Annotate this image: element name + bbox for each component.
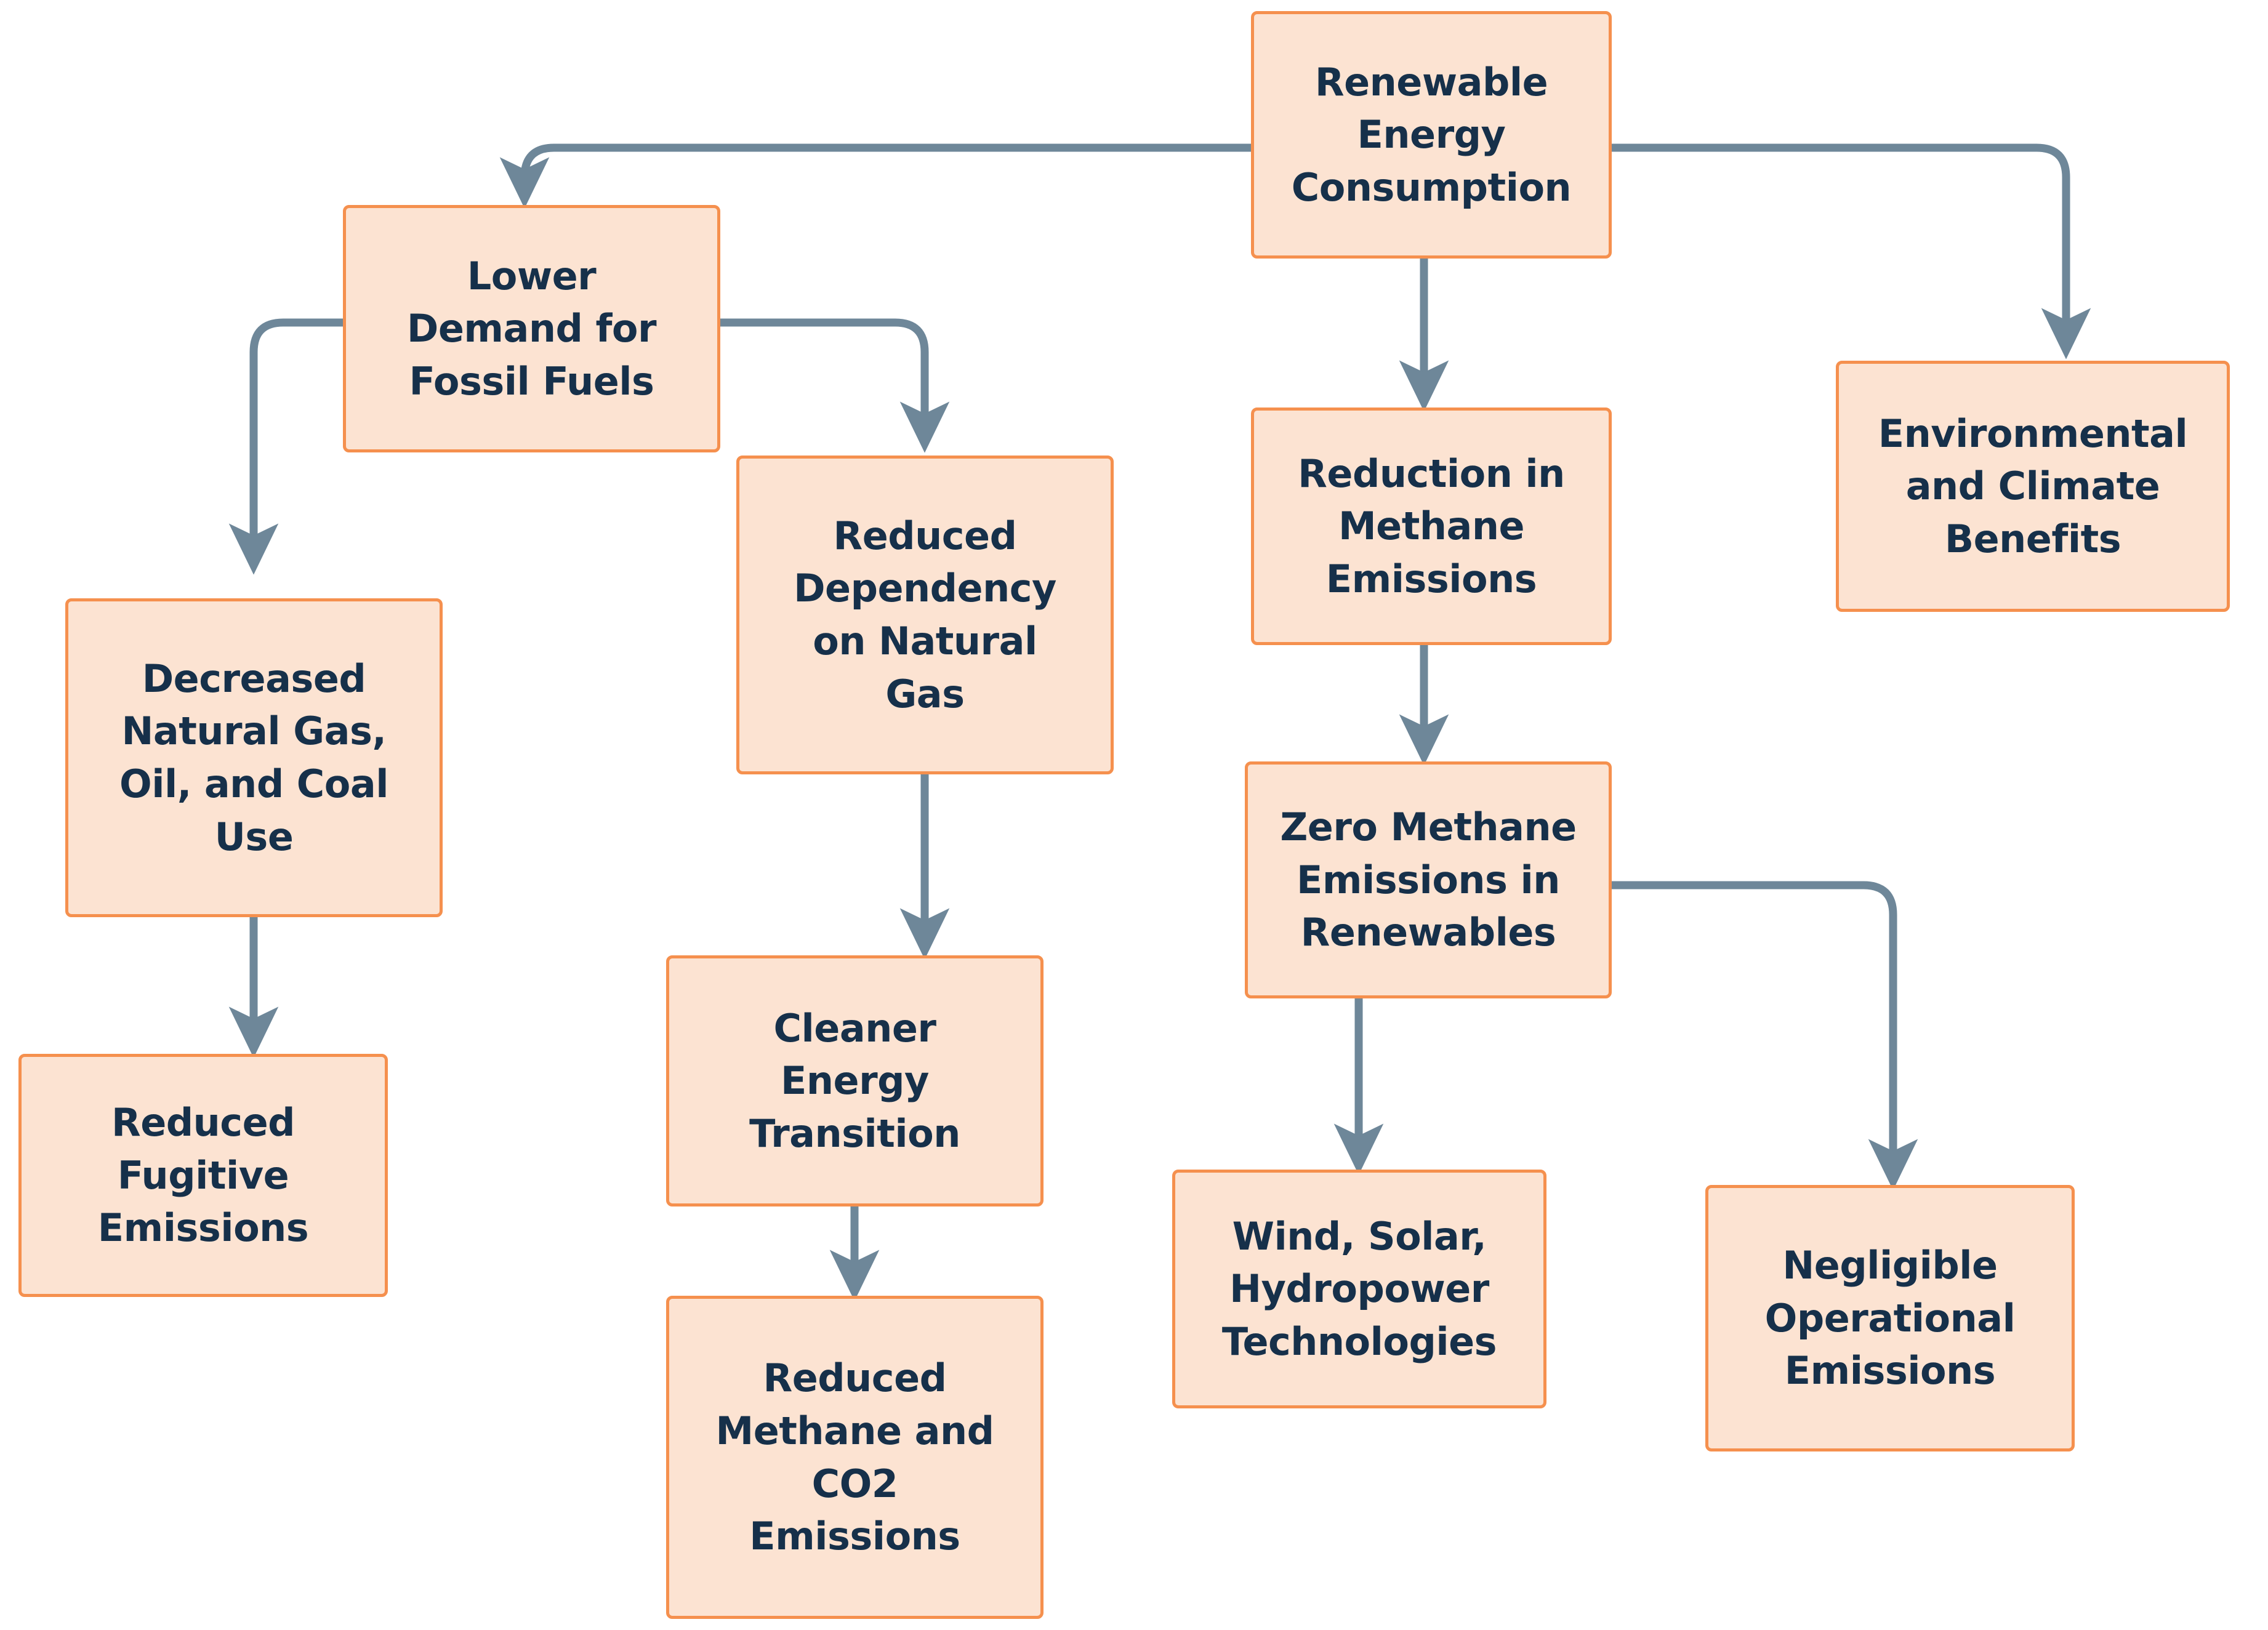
edge-lower-demand-to-decreased-use — [228, 318, 347, 575]
node-reduced-dependency-natural-gas[interactable]: Reduced Dependency on Natural Gas — [736, 456, 1114, 774]
edge-root-to-environmental-benefits — [1607, 143, 2091, 359]
node-reduction-methane-emissions[interactable]: Reduction in Methane Emissions — [1251, 407, 1612, 645]
node-renewable-energy-consumption[interactable]: Renewable Energy Consumption — [1251, 11, 1612, 259]
edge-lower-demand-to-reduced-dependency — [716, 318, 950, 453]
node-reduced-methane-co2-emissions[interactable]: Reduced Methane and CO2 Emissions — [666, 1296, 1044, 1619]
edge-root-to-lower-demand — [499, 143, 1255, 209]
node-wind-solar-hydropower-technologies[interactable]: Wind, Solar, Hydropower Technologies — [1172, 1170, 1546, 1408]
node-negligible-operational-emissions[interactable]: Negligible Operational Emissions — [1705, 1185, 2075, 1451]
node-reduced-fugitive-emissions[interactable]: Reduced Fugitive Emissions — [18, 1054, 388, 1297]
edge-zero-methane-to-negligible-emissions — [1607, 881, 1918, 1190]
node-zero-methane-emissions-renewables[interactable]: Zero Methane Emissions in Renewables — [1245, 761, 1612, 998]
node-lower-demand-fossil-fuels[interactable]: Lower Demand for Fossil Fuels — [343, 205, 720, 452]
node-decreased-natural-gas-oil-coal-use[interactable]: Decreased Natural Gas, Oil, and Coal Use — [65, 598, 443, 917]
node-environmental-climate-benefits[interactable]: Environmental and Climate Benefits — [1836, 361, 2230, 612]
node-cleaner-energy-transition[interactable]: Cleaner Energy Transition — [666, 955, 1044, 1206]
